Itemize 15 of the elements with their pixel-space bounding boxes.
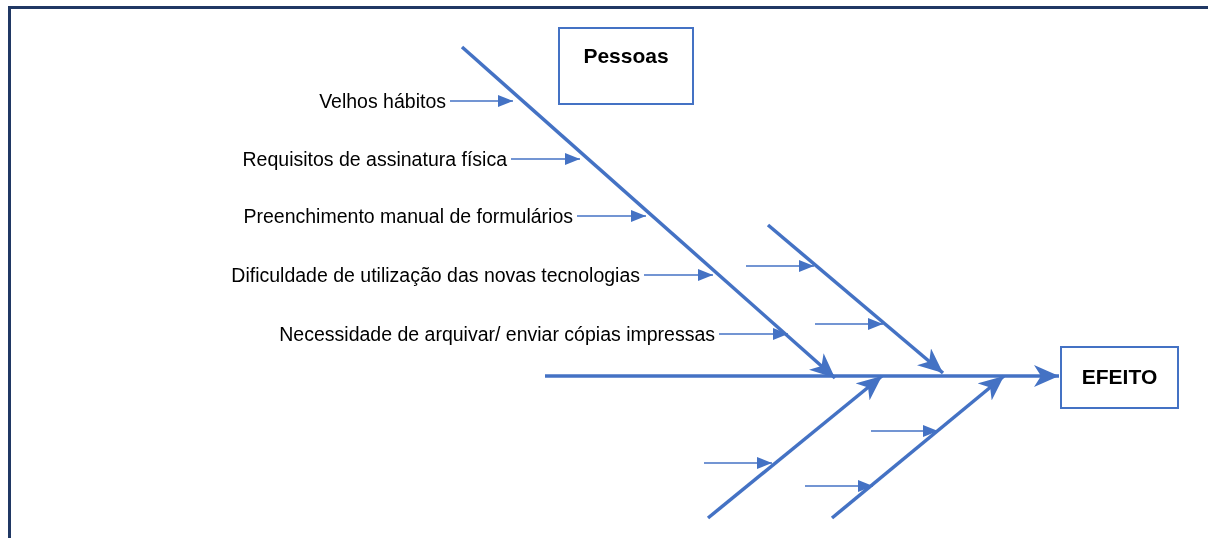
cause-label: Dificuldade de utilização das novas tecnologias bbox=[28, 262, 644, 288]
arrow bbox=[643, 269, 714, 281]
cause-label: Preenchimento manual de formulários bbox=[65, 203, 577, 229]
category-box bbox=[558, 27, 694, 105]
arrow bbox=[576, 210, 647, 222]
spine-arrow bbox=[545, 365, 1059, 387]
cause-label: Necessidade de arquivar/ enviar cópias impressas bbox=[65, 321, 719, 347]
arrow bbox=[718, 328, 789, 340]
arrow bbox=[449, 95, 514, 107]
category-label: Pessoas bbox=[583, 43, 669, 69]
cause-label: Requisitos de assinatura física bbox=[107, 146, 511, 172]
category-box bbox=[1060, 346, 1179, 409]
arrow bbox=[510, 153, 581, 165]
cause-label: Velhos hábitos bbox=[232, 88, 450, 114]
category-label: EFEITO bbox=[1081, 364, 1158, 391]
